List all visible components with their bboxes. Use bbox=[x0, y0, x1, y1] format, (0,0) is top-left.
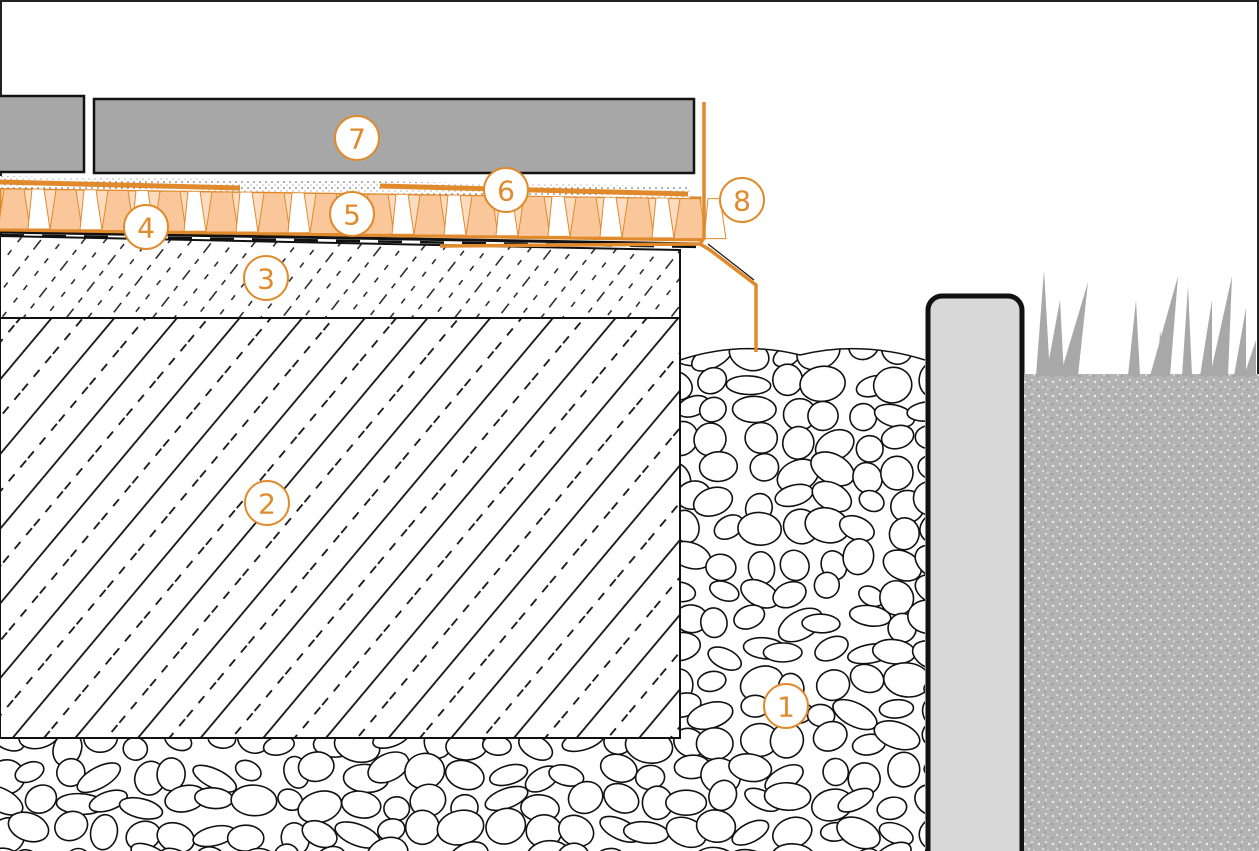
tile-main bbox=[92, 97, 696, 175]
callout-2: 2 bbox=[244, 480, 290, 526]
soil bbox=[1024, 374, 1259, 851]
edge-profile bbox=[439, 102, 706, 248]
fleece-strip-left bbox=[0, 179, 241, 191]
callout-3-label: 3 bbox=[257, 263, 275, 296]
callout-2-label: 2 bbox=[258, 488, 276, 521]
callout-6: 6 bbox=[483, 167, 529, 213]
fleece-strip-right bbox=[379, 183, 689, 197]
callout-8: 8 bbox=[719, 177, 765, 223]
callout-7: 7 bbox=[334, 115, 380, 161]
callout-5: 5 bbox=[329, 191, 375, 237]
membrane-line bbox=[0, 230, 701, 246]
callout-5-label: 5 bbox=[343, 199, 361, 232]
callout-7-label: 7 bbox=[348, 123, 366, 156]
callout-4-label: 4 bbox=[137, 212, 155, 245]
callout-4: 4 bbox=[123, 204, 169, 250]
callout-1-label: 1 bbox=[777, 691, 795, 724]
tile-left bbox=[0, 94, 86, 174]
grass bbox=[1036, 270, 1256, 376]
curb-stone bbox=[925, 293, 1025, 851]
drip-edge bbox=[699, 242, 758, 352]
callout-8-label: 8 bbox=[733, 185, 751, 218]
callout-6-label: 6 bbox=[497, 175, 515, 208]
callout-3: 3 bbox=[243, 255, 289, 301]
callout-1: 1 bbox=[763, 683, 809, 729]
